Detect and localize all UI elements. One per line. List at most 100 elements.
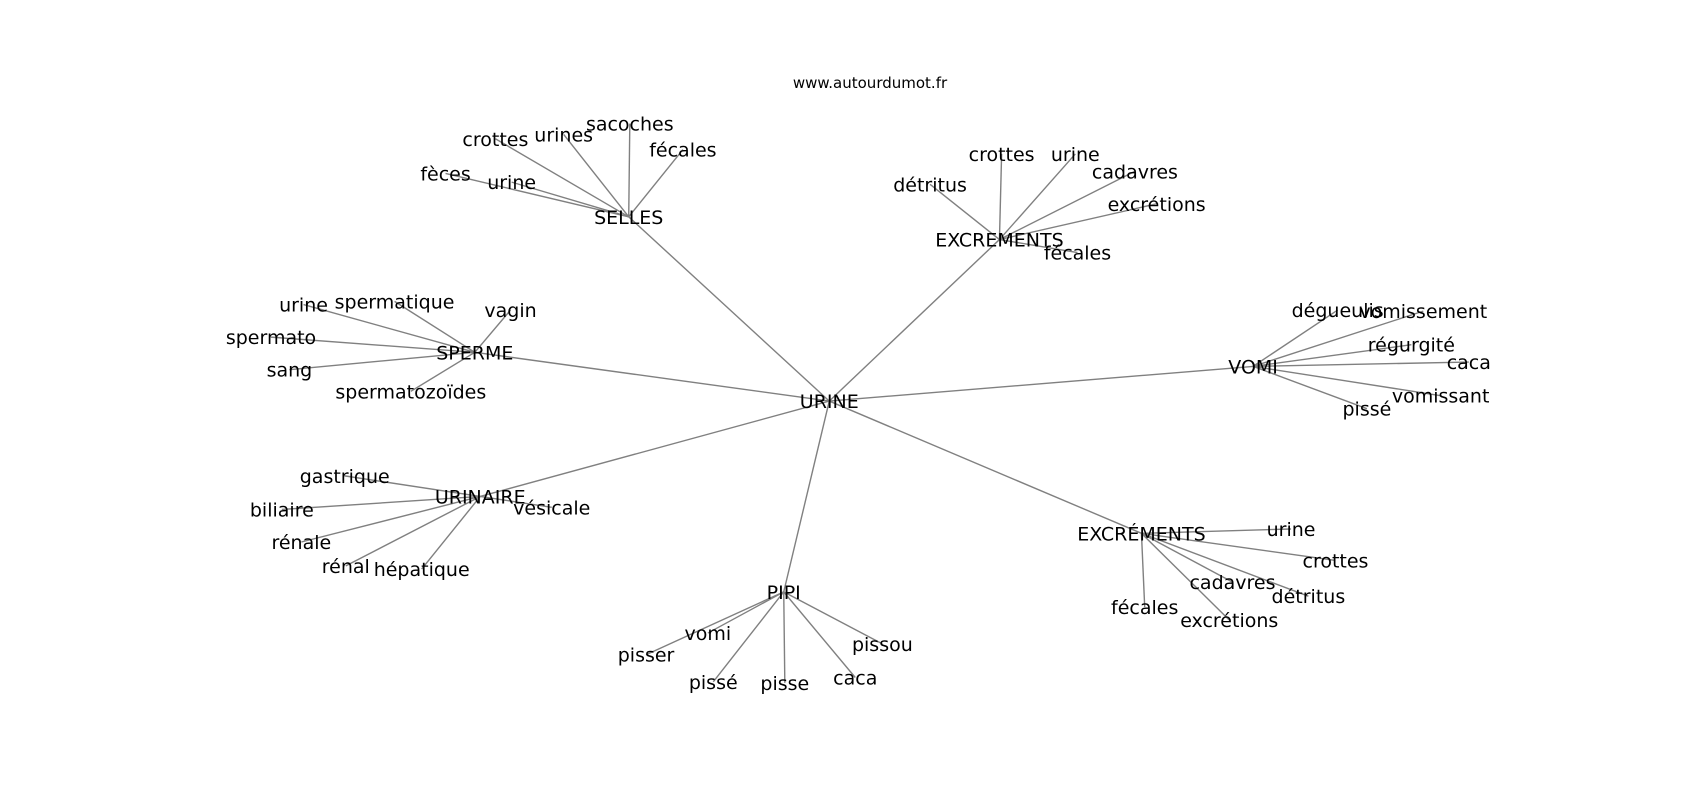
- leaf-node-label: vagin: [484, 300, 536, 322]
- leaf-node-label: caca: [1447, 352, 1491, 374]
- edge-center-to-1: [828, 239, 1000, 402]
- leaf-node-label: pissou: [852, 634, 913, 656]
- edge-cluster-6-leaf-3: [1141, 532, 1309, 597]
- edge-cluster-4-leaf-2: [301, 495, 481, 543]
- cluster-node-label: VOMI: [1228, 356, 1278, 378]
- edge-cluster-5-leaf-0: [707, 591, 785, 634]
- leaf-node-label: vomissant: [1392, 386, 1490, 408]
- leaf-node-label: pissé: [689, 672, 738, 694]
- leaf-node-label: détritus: [1272, 586, 1346, 608]
- edge-cluster-2-leaf-4: [289, 351, 475, 371]
- leaf-node-label: urines: [534, 124, 593, 146]
- edge-center-to-4: [480, 400, 830, 498]
- edge-cluster-3-leaf-0: [1252, 309, 1339, 367]
- edge-cluster-5-leaf-4: [783, 591, 856, 678]
- edge-cluster-0-leaf-3: [563, 133, 630, 218]
- labels: www.autourdumot.fr URINE SELLES fèces urine…: [226, 74, 1491, 695]
- edges: [270, 123, 1469, 683]
- edge-cluster-1-leaf-4: [999, 203, 1157, 241]
- edge-cluster-0-leaf-4: [628, 123, 631, 217]
- leaf-node-label: excrétions: [1180, 610, 1278, 632]
- edge-cluster-6-leaf-0: [1141, 528, 1292, 535]
- edge-cluster-6-leaf-2: [1141, 532, 1233, 583]
- leaf-node-label: fèces: [420, 163, 470, 185]
- site-title: www.autourdumot.fr: [793, 74, 948, 92]
- leaf-node-label: biliaire: [250, 499, 314, 521]
- cluster-node-label: PIPI: [767, 582, 801, 604]
- leaf-node-label: dégueulis: [1292, 300, 1384, 322]
- edge-cluster-1-leaf-5: [999, 238, 1078, 254]
- leaf-node-label: hépatique: [374, 559, 470, 581]
- leaf-node-label: spermatique: [335, 291, 455, 313]
- edge-cluster-3-leaf-2: [1253, 344, 1412, 368]
- leaf-node-label: fécales: [649, 140, 716, 162]
- cluster-node-label: EXCREMENTS: [935, 230, 1063, 252]
- edge-cluster-3-leaf-4: [1252, 365, 1441, 397]
- edge-cluster-0-leaf-0: [445, 172, 629, 218]
- edge-cluster-3-leaf-3: [1253, 361, 1469, 368]
- leaf-node-label: régurgité: [1368, 335, 1455, 357]
- edge-cluster-4-leaf-1: [281, 495, 481, 511]
- leaf-node-label: vomissement: [1359, 301, 1487, 323]
- edge-cluster-0-leaf-1: [511, 181, 629, 218]
- leaf-node-label: vomi: [685, 623, 732, 645]
- cluster-node-label: SELLES: [594, 207, 663, 229]
- edge-cluster-1-leaf-0: [929, 183, 1000, 241]
- edge-cluster-3-leaf-5: [1252, 365, 1368, 410]
- leaf-node-label: caca: [833, 668, 877, 690]
- edge-cluster-1-leaf-3: [999, 170, 1136, 241]
- edge-cluster-4-leaf-0: [344, 475, 481, 498]
- leaf-node-label: rénale: [271, 532, 331, 554]
- leaf-node-label: gastrique: [300, 466, 390, 488]
- edge-cluster-2-leaf-2: [474, 309, 512, 353]
- leaf-node-label: spermatozoïdes: [335, 381, 486, 403]
- edge-cluster-0-leaf-2: [495, 138, 630, 218]
- leaf-node-label: fécales: [1111, 597, 1178, 619]
- leaf-node-label: cadavres: [1189, 572, 1275, 594]
- edge-center-to-5: [783, 400, 830, 593]
- center-node-label: URINE: [800, 391, 859, 413]
- leaf-node-label: fécales: [1044, 243, 1111, 265]
- leaf-node-label: urine: [1267, 519, 1316, 541]
- edge-cluster-5-leaf-3: [783, 591, 786, 683]
- edge-cluster-5-leaf-2: [712, 591, 785, 683]
- leaf-node-label: cadavres: [1092, 161, 1178, 183]
- edge-cluster-6-leaf-1: [1141, 532, 1336, 562]
- edge-center-to-3: [829, 365, 1254, 402]
- leaf-node-label: urine: [487, 172, 536, 194]
- leaf-node-label: urine: [1051, 144, 1100, 166]
- edge-cluster-2-leaf-3: [270, 336, 475, 353]
- edge-cluster-5-leaf-1: [645, 591, 785, 656]
- leaf-node-label: urine: [279, 295, 328, 317]
- leaf-node-label: crottes: [969, 144, 1035, 166]
- leaf-node-label: détritus: [893, 174, 967, 196]
- leaf-node-label: vésicale: [513, 497, 590, 519]
- leaf-node-label: rénal: [322, 556, 370, 578]
- edge-cluster-5-leaf-5: [783, 591, 883, 645]
- edge-cluster-1-leaf-2: [998, 153, 1076, 241]
- leaf-node-label: sacoches: [586, 114, 674, 136]
- leaf-node-label: crottes: [462, 129, 528, 151]
- leaf-node-label: sang: [267, 360, 313, 382]
- edge-cluster-4-leaf-5: [480, 495, 552, 509]
- edge-center-to-2: [474, 351, 830, 402]
- edge-cluster-0-leaf-5: [628, 149, 684, 218]
- cluster-node-label: EXCRÉMENTS: [1077, 522, 1205, 545]
- edge-cluster-6-leaf-5: [1140, 532, 1230, 621]
- leaf-node-label: spermato: [226, 327, 316, 349]
- leaf-node-label: pissé: [1343, 399, 1392, 421]
- edge-cluster-2-leaf-1: [394, 300, 476, 353]
- edge-cluster-6-leaf-4: [1140, 533, 1146, 608]
- edge-cluster-1-leaf-1: [998, 153, 1003, 240]
- cluster-node-label: SPERME: [436, 342, 513, 364]
- edge-cluster-4-leaf-4: [421, 496, 481, 570]
- edge-cluster-2-leaf-0: [303, 303, 475, 353]
- edge-center-to-6: [828, 400, 1142, 534]
- edge-cluster-2-leaf-5: [410, 351, 476, 392]
- leaf-node-label: pisse: [760, 673, 809, 695]
- leaf-node-label: pisser: [618, 645, 675, 667]
- leaf-node-label: excrétions: [1108, 194, 1206, 216]
- leaf-node-label: crottes: [1303, 550, 1369, 572]
